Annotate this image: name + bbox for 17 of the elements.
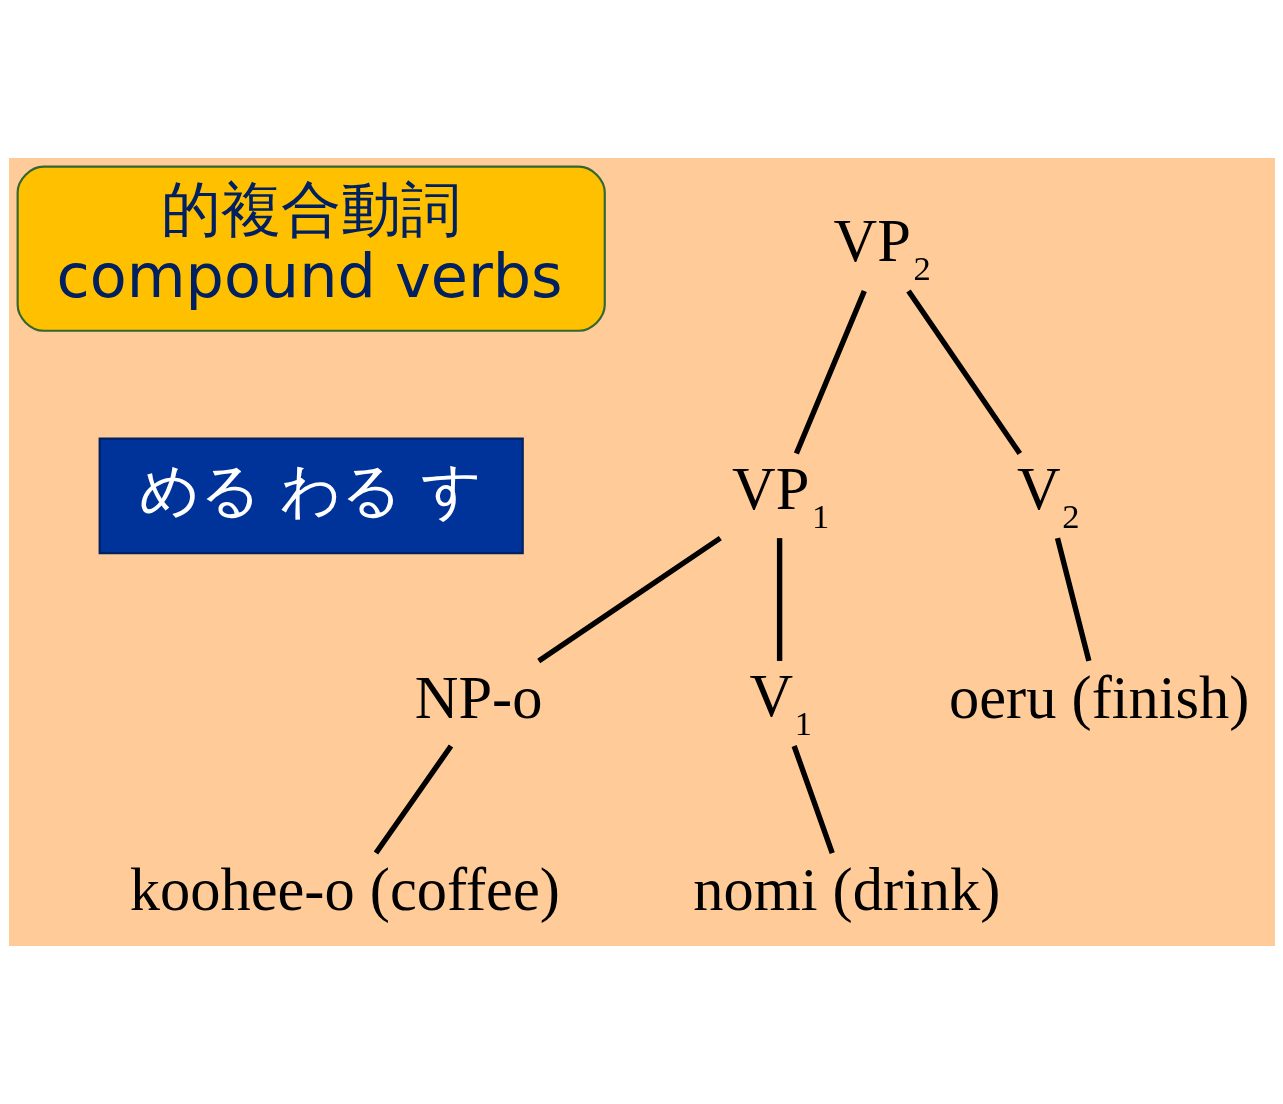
- connector: [793, 289, 867, 455]
- connector: [776, 538, 782, 661]
- connector: [536, 535, 722, 664]
- connector: [905, 289, 1022, 456]
- node-text: V$_{2}$: [1016, 454, 1080, 535]
- node-text: V$_{1}$: [748, 661, 812, 742]
- node-text: koohee-o (coffee): [129, 856, 560, 924]
- node-box: める わる す: [98, 437, 524, 555]
- connector: [791, 745, 835, 854]
- connector: [1054, 537, 1091, 662]
- node-box: 的複合動詞 compound verbs: [16, 165, 606, 332]
- node-text: VP$_{2}$: [833, 207, 931, 288]
- node-text: nomi (drink): [692, 856, 1000, 924]
- node-text: NP-o: [414, 663, 542, 731]
- connector: [373, 744, 453, 855]
- node-text: oeru (finish): [948, 663, 1249, 731]
- node-text: VP$_{1}$: [731, 454, 829, 535]
